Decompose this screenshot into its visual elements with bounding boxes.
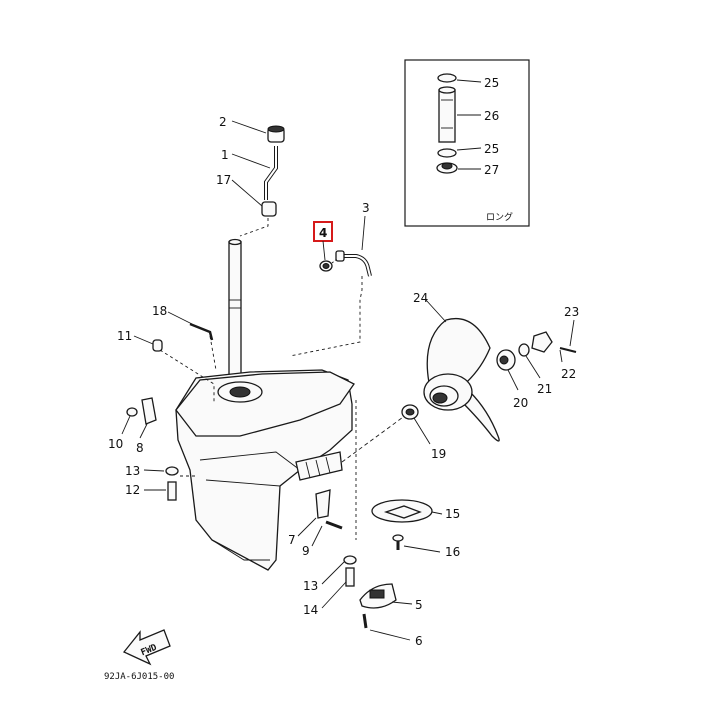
part-14-bolt [345,567,355,587]
inset-caption: ロング [486,211,513,223]
part-21-washer [518,343,530,357]
callout-13-a: 13 [125,464,140,478]
part-10-nut [126,407,138,417]
part-25-oring-bottom [437,148,457,158]
fwd-arrow: FWD [122,629,171,666]
callout-17: 17 [216,173,231,187]
callout-19: 19 [431,447,446,461]
callout-24: 24 [413,291,428,305]
callout-21: 21 [537,382,552,396]
part-9-bolt [325,520,343,530]
drawing-code: 92JA-6J015-00 [104,672,174,682]
callout-18: 18 [152,304,167,318]
part-6-screw [362,613,368,629]
propeller-group: 24 19 20 21 22 23 15 16 [371,291,579,559]
callout-2: 2 [219,115,227,129]
part-13-washer-left [165,466,179,476]
callout-11: 11 [117,329,132,343]
lower-small-parts: 7 9 13 14 5 6 [288,489,423,648]
part-25-oring-top [437,73,457,83]
callout-15: 15 [445,507,460,521]
fwd-arrow-icon [122,629,171,666]
part-1-shift-rod [264,146,278,200]
callout-16: 16 [445,545,460,559]
part-11-plug [152,339,163,352]
callout-10: 10 [108,437,123,451]
callout-27: 27 [484,163,499,177]
callout-23: 23 [564,305,579,319]
part-13-washer-lower [343,555,357,565]
propeller-nut [531,331,553,353]
water-tube-group: 3 4 [289,201,372,357]
part-24-propeller-blade-top [426,318,491,389]
propeller-shaft [295,451,343,481]
part-12-bolt [167,481,177,501]
shift-rod-group: 2 1 17 [216,115,285,237]
callout-8: 8 [136,441,144,455]
callout-25-a: 25 [484,76,499,90]
lower-unit-housing [159,238,411,571]
callout-12: 12 [125,483,140,497]
part-8-bracket [141,397,157,425]
callout-22: 22 [561,367,576,381]
inset-frame [404,59,530,227]
callout-25-b: 25 [484,142,499,156]
callout-5: 5 [415,598,423,612]
callout-4: 4 [319,226,327,240]
callout-9: 9 [302,544,310,558]
callout-13-b: 13 [303,579,318,593]
part-7-trim-tab [315,489,331,519]
part-24-propeller-blade-bottom [459,391,500,442]
part-18-pin [189,322,214,341]
part-26-tube [438,89,456,143]
callout-7: 7 [288,533,296,547]
callout-1: 1 [221,148,229,162]
left-small-parts: 18 11 8 10 13 12 [108,304,214,501]
callout-20: 20 [513,396,528,410]
drive-shaft [228,241,242,383]
part-17-collar [261,201,277,217]
part-22-cotter-pin [559,347,577,353]
callout-26: 26 [484,109,499,123]
callout-6: 6 [415,634,423,648]
callout-3: 3 [362,201,370,215]
callout-14: 14 [303,603,318,617]
inset-long-version: 25 26 25 27 ロング [404,59,530,227]
